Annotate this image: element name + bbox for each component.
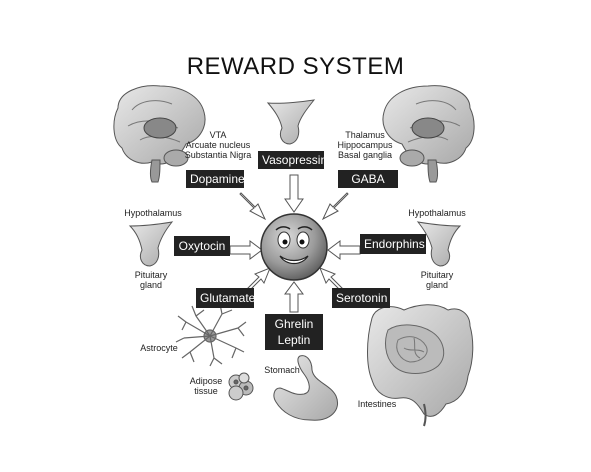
box-oxytocin: Oxytocin [174, 236, 230, 256]
dopamine-sources-label: VTA Arcuate nucleus Substantia Nigra [184, 130, 252, 160]
pituitary-right-icon [416, 221, 462, 267]
adipose-cell-icon [228, 372, 254, 401]
box-gaba: GABA [338, 170, 398, 188]
box-glutamate: Glutamate [196, 288, 255, 308]
adipose-label: Adipose tissue [189, 376, 223, 396]
gaba-sources-label: Thalamus Hippocampus Basal ganglia [337, 130, 393, 160]
box-endorphins: Endorphins [360, 234, 426, 254]
ghrelin-label: Ghrelin [274, 317, 314, 331]
hypothalamus-right-label: Hypothalamus [408, 208, 466, 218]
arrow-icon [229, 174, 361, 313]
box-ghrelin-leptin: Ghrelin Leptin [265, 314, 323, 350]
pituitary-top-icon [266, 99, 316, 145]
hypothalamus-left-label: Hypothalamus [124, 208, 182, 218]
pituitary-left-label: Pituitary gland [134, 270, 168, 290]
pituitary-left-icon [128, 221, 174, 267]
brain-left-icon [113, 85, 206, 183]
intestines-icon [367, 304, 474, 427]
astrocyte-label: Astrocyte [140, 343, 178, 353]
box-vasopressin: Vasopressin [258, 151, 327, 169]
box-serotonin: Serotonin [332, 288, 390, 308]
pituitary-right-label: Pituitary gland [420, 270, 454, 290]
stomach-label: Stomach [264, 365, 300, 375]
intestines-label: Intestines [357, 399, 397, 409]
stomach-icon [273, 355, 338, 421]
astrocyte-icon [175, 303, 247, 367]
box-dopamine: Dopamine [186, 170, 245, 188]
smiling-face-icon [260, 213, 328, 281]
leptin-label: Leptin [277, 333, 311, 347]
diagram-title: REWARD SYSTEM [186, 53, 405, 80]
brain-right-icon [382, 85, 475, 183]
